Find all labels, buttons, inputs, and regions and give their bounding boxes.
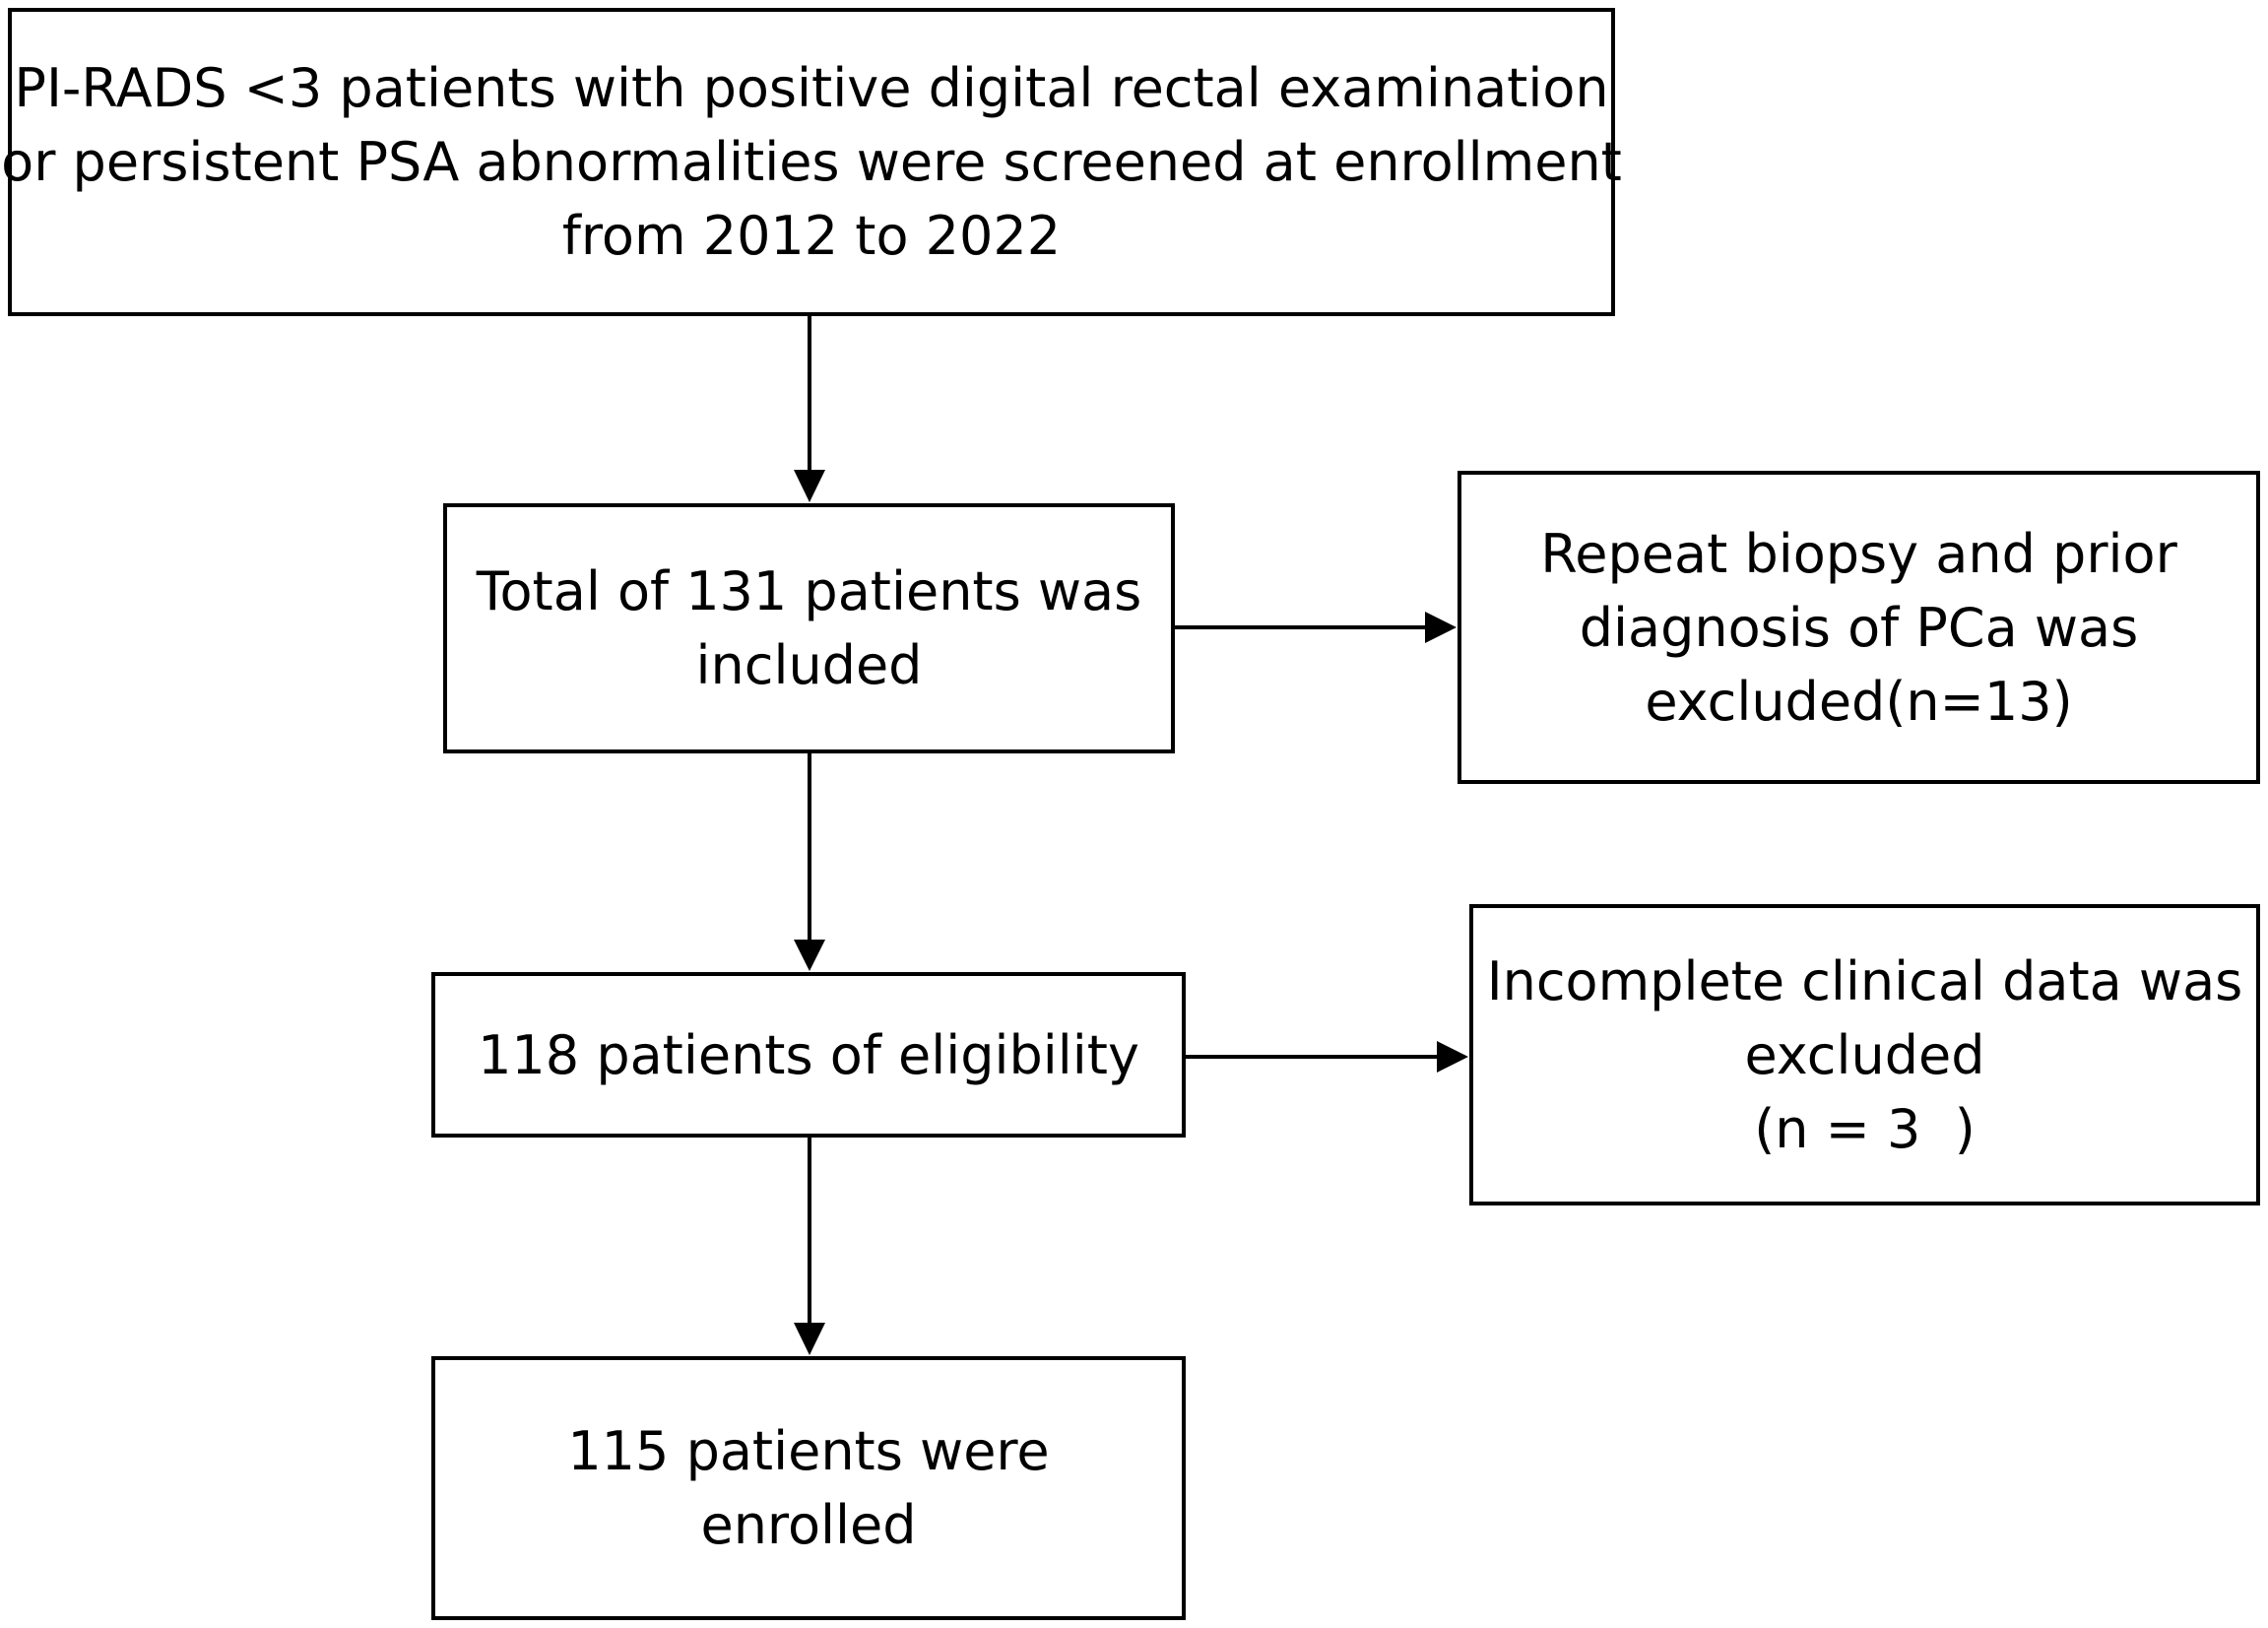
screening-text-line-3: from 2012 to 2022 (561, 205, 1062, 267)
screening-text-line-1: PI-RADS <3 patients with positive digita… (14, 57, 1609, 119)
enrolled-text-line-2: enrolled (700, 1494, 917, 1556)
enrolled-text-line-1: 115 patients were (567, 1420, 1050, 1482)
eligible-text-line-1: 118 patients of eligibility (478, 1023, 1139, 1086)
exclusion-2-text-line-1: Incomplete clinical data was (1486, 949, 2243, 1012)
enrolled-box: 115 patients were enrolled (431, 1356, 1186, 1620)
exclusion-1-text-line-1: Repeat biopsy and prior (1540, 522, 2177, 585)
exclusion-box-prior-diagnosis: Repeat biopsy and prior diagnosis of PCa… (1458, 471, 2260, 784)
screening-text-line-2: or persistent PSA abnormalities were scr… (1, 131, 1622, 193)
arrow-head-right-icon (1437, 1041, 1468, 1073)
included-text-line-2: included (695, 634, 923, 696)
arrow-head-down-icon (794, 470, 825, 502)
included-text-line-1: Total of 131 patients was (476, 560, 1142, 622)
exclusion-1-text-line-2: diagnosis of PCa was (1579, 596, 2139, 659)
arrow-head-right-icon (1425, 612, 1457, 643)
exclusion-1-text-line-3: excluded(n=13) (1645, 670, 2073, 733)
included-box: Total of 131 patients was included (443, 503, 1175, 753)
exclusion-box-incomplete-data: Incomplete clinical data was excluded (n… (1469, 904, 2260, 1205)
eligible-box: 118 patients of eligibility (431, 972, 1186, 1138)
exclusion-2-text-line-2: excluded (1744, 1023, 1985, 1086)
arrow-head-down-icon (794, 940, 825, 971)
screening-box: PI-RADS <3 patients with positive digita… (1, 8, 1622, 316)
arrow-head-down-icon (794, 1323, 825, 1355)
exclusion-2-text-line-3: (n = 3 ) (1754, 1097, 1976, 1160)
